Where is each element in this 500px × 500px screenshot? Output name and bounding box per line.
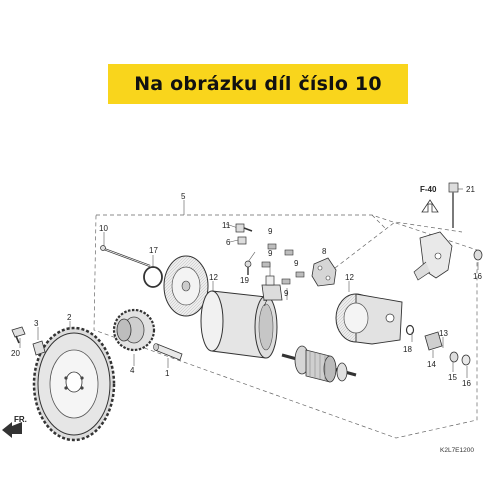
ref-mark: F-40 (420, 185, 437, 194)
armature (281, 345, 357, 383)
part-label: 17 (149, 246, 158, 255)
brush-holder (261, 275, 283, 301)
part-label: 12 (345, 273, 354, 282)
part-label: 18 (403, 345, 412, 354)
part-label: 8 (322, 247, 327, 256)
part-label: 1 (165, 369, 170, 378)
part-label: 6 (226, 238, 231, 247)
ref-arrow (421, 199, 439, 213)
motor-yoke (200, 290, 278, 359)
part-3-collar (32, 340, 46, 356)
part-label: 2 (67, 313, 72, 322)
reduction-gear (112, 308, 156, 352)
rear-cover (335, 293, 403, 345)
part-label: 9 (268, 249, 273, 258)
part-label: 14 (427, 360, 436, 369)
part-number-labels: 5 11 6 9 9 9 9 10 17 12 19 7 8 12 2 3 20… (11, 185, 482, 388)
part-label: 9 (284, 289, 289, 298)
part-label: 11 (222, 221, 231, 230)
part-label: 7 (263, 299, 268, 308)
part-label: 9 (268, 227, 273, 236)
long-bolt (100, 245, 151, 268)
terminal-block (311, 257, 337, 287)
diagram-code: K2L7E1200 (440, 447, 474, 454)
bolt-21 (448, 182, 459, 228)
part-label: 15 (448, 373, 457, 382)
title-banner: Na obrázku díl číslo 10 (108, 64, 408, 104)
part-label: 16 (462, 379, 471, 388)
mounting-bracket (413, 231, 453, 281)
part-label: 10 (99, 224, 108, 233)
part-label: 21 (466, 185, 475, 194)
front-cover (163, 255, 209, 317)
small-bolts (235, 223, 253, 275)
brush-springs (261, 243, 305, 285)
fr-arrow (2, 422, 22, 438)
part-label: 4 (130, 366, 135, 375)
title-text: Na obrázku díl číslo 10 (134, 73, 382, 95)
part-label: 5 (181, 192, 186, 201)
direction-mark: FR. (14, 415, 27, 424)
part-label: 12 (209, 273, 218, 282)
assembly-boundary (93, 214, 478, 439)
ring-gear (32, 326, 116, 442)
nut-washer-set (405, 249, 483, 366)
part-label: 20 (11, 349, 20, 358)
shaft-pin (153, 343, 183, 361)
part-label: 9 (294, 259, 299, 268)
part-label: 3 (34, 319, 39, 328)
part-label: 19 (240, 276, 249, 285)
o-ring (143, 266, 163, 288)
part-label: 16 (473, 272, 482, 281)
part-20-bolt (11, 326, 26, 344)
part-label: 13 (439, 329, 448, 338)
